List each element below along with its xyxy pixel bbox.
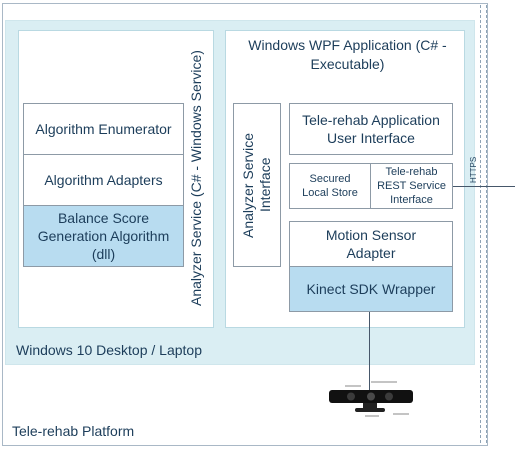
analyzer-service-label: Analyzer Service (C# - Windows Service) [188, 50, 204, 306]
network-boundary-line-2 [486, 5, 487, 443]
motion-sensor-adapter-box: Motion Sensor Adapter [289, 221, 453, 267]
application-ui-label: Tele-rehab Application User Interface [302, 112, 440, 146]
tele-rehab-platform-boundary [2, 3, 488, 446]
algorithm-enumerator-box: Algorithm Enumerator [23, 103, 184, 155]
secured-local-store-box: Secured Local Store [289, 163, 371, 209]
wpf-application-title: Windows WPF Application (C# - Executable… [248, 37, 447, 72]
balance-score-algorithm-box: Balance Score Generation Algorithm (dll) [23, 205, 184, 267]
motion-sensor-adapter-label: Motion Sensor Adapter [325, 227, 417, 261]
algorithm-enumerator-label: Algorithm Enumerator [35, 121, 172, 137]
network-boundary-line [480, 5, 481, 443]
https-connector [453, 186, 515, 187]
kinect-sensor-icon [329, 381, 413, 417]
analyzer-service-interface-box: Analyzer Service Interface [233, 103, 281, 267]
balance-score-algorithm-label: Balance Score Generation Algorithm (dll) [37, 210, 170, 262]
secured-local-store-label: Secured Local Store [302, 173, 358, 199]
algorithm-adapters-box: Algorithm Adapters [23, 154, 184, 206]
kinect-sdk-wrapper-label: Kinect SDK Wrapper [306, 281, 436, 297]
application-ui-box: Tele-rehab Application User Interface [289, 103, 453, 155]
kinect-cable [369, 312, 370, 396]
rest-service-interface-box: Tele-rehab REST Service Interface [370, 163, 453, 209]
kinect-sdk-wrapper-box: Kinect SDK Wrapper [289, 266, 453, 312]
rest-service-interface-label: Tele-rehab REST Service Interface [377, 166, 446, 206]
algorithm-adapters-label: Algorithm Adapters [44, 172, 163, 188]
https-label: HTTPS [469, 156, 478, 184]
platform-label: Tele-rehab Platform [12, 423, 135, 439]
analyzer-service-interface-label: Analyzer Service Interface [240, 132, 273, 238]
desktop-label: Windows 10 Desktop / Laptop [16, 342, 202, 358]
